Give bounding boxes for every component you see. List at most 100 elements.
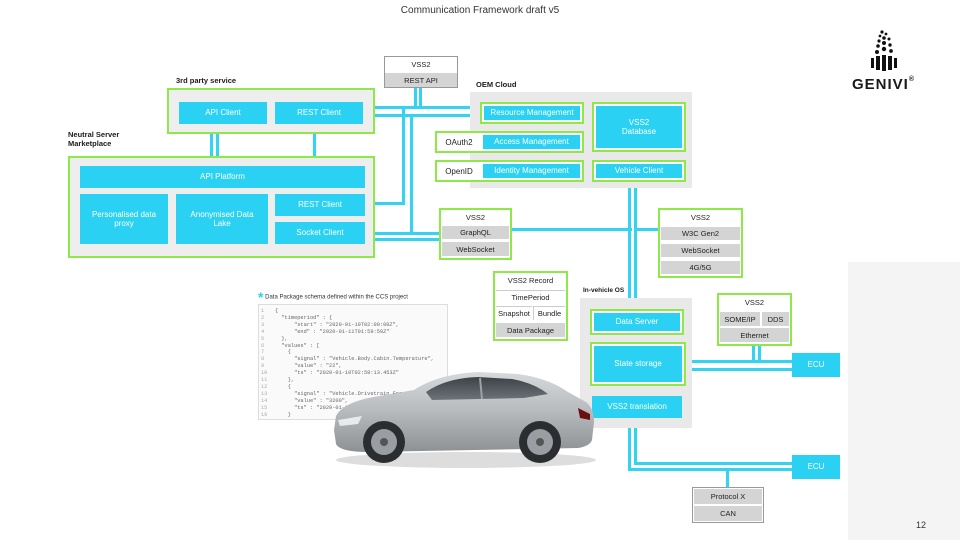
- vss2-record-label: VSS2 Record: [496, 274, 565, 287]
- code-line-text: "value" : "22",: [275, 363, 342, 370]
- neutral-server-group: API Platform Personalised data proxy Ano…: [68, 156, 375, 258]
- data-package-box: Data Package: [496, 323, 565, 337]
- code-line-text: {: [275, 383, 291, 390]
- code-line: 8 "signal" : "Vehicle.Body.Cabin.Tempera…: [261, 356, 445, 363]
- code-lines: 1{2 "timeperiod" : {3 "start" : "2020-01…: [261, 308, 445, 420]
- rest-client-box: REST Client: [275, 194, 365, 216]
- api-client-box: API Client: [179, 102, 267, 124]
- code-line-number: 15: [261, 404, 268, 411]
- suv-car-icon: [334, 372, 596, 468]
- vehicle-client-group: Vehicle Client: [592, 160, 686, 182]
- neutral-server-label: Neutral Server Marketplace: [68, 130, 120, 148]
- vss2-w3c-group: VSS2 W3C Gen2 WebSocket 4G/5G: [658, 208, 743, 278]
- vss2-translation-box: VSS2 translation: [592, 396, 682, 418]
- code-line-number: 9: [261, 363, 265, 370]
- code-line-text: "signal" : "Vehicle.Drivetrain.Eng: [275, 390, 403, 397]
- code-line: 1{: [261, 308, 445, 315]
- w3c-vss2-label: VSS2: [661, 211, 740, 224]
- code-line-text: }: [275, 411, 291, 418]
- code-line-text: "ts" : "2020-01-10T0: [275, 404, 358, 411]
- right-edge-stripe: [848, 262, 960, 540]
- someip-vss2-label: VSS2: [720, 296, 789, 309]
- code-line-number: 2: [261, 314, 265, 321]
- code-line: 7 {: [261, 349, 445, 356]
- rest-api-box: REST API: [385, 73, 457, 87]
- genivi-logo: GENIVI®: [850, 28, 940, 98]
- code-line-number: 11: [261, 377, 268, 384]
- snapshot-box: Snapshot: [496, 306, 532, 320]
- vss2-rest-api-group: VSS2 REST API: [384, 56, 458, 88]
- data-server-group: Data Server: [590, 309, 684, 335]
- code-line: 16 }: [261, 412, 445, 419]
- code-line-number: 1: [261, 308, 265, 314]
- code-line: 11 },: [261, 377, 445, 384]
- in-vehicle-os-label: In-vehicle OS: [583, 287, 625, 294]
- code-line-text: "values" : [: [275, 342, 320, 349]
- code-line-text: "ts" : "2020-01-10T02:59:13.453Z": [275, 370, 399, 377]
- code-line: 12 {: [261, 384, 445, 391]
- code-line: 15 "ts" : "2020-01-10T0: [261, 405, 445, 412]
- personalised-data-proxy-box: Personalised data proxy: [80, 194, 168, 244]
- code-line-number: 10: [261, 370, 268, 377]
- star-icon: *: [258, 289, 264, 305]
- code-line-number: 12: [261, 383, 268, 390]
- code-line-number: 13: [261, 390, 268, 397]
- genivi-logo-text: GENIVI®: [852, 76, 916, 93]
- graphql-box: GraphQL: [442, 226, 509, 239]
- ecu-bottom-box-overlay: ECU: [792, 455, 840, 479]
- oem-cloud-label: OEM Cloud: [476, 80, 517, 89]
- code-line: 6 "values" : [: [261, 343, 445, 350]
- identity-management-box: Identity Management: [483, 164, 580, 178]
- vss2-top-label: VSS2: [385, 57, 457, 71]
- vss2-graphql-group: VSS2 GraphQL WebSocket: [439, 208, 512, 260]
- code-line-text: },: [275, 377, 295, 384]
- anonymised-data-lake-box: Anonymised Data Lake: [176, 194, 268, 244]
- oauth2-box: OAuth2: [439, 135, 479, 149]
- code-caption: * Data Package schema defined within the…: [258, 289, 408, 305]
- resource-management-box: Resource Management: [484, 106, 580, 120]
- code-line-text: {: [275, 349, 291, 356]
- code-line: 5 },: [261, 336, 445, 343]
- code-line-text: "value" : "3200",: [275, 397, 349, 404]
- slide-title: Communication Framework draft v5: [400, 5, 560, 16]
- openid-box: OpenID: [439, 164, 479, 178]
- code-line: 3 "start" : "2020-01-10T02:00:00Z",: [261, 322, 445, 329]
- api-platform-box: API Platform: [80, 166, 365, 188]
- state-storage-box: State storage: [594, 346, 682, 382]
- code-line-text: "start" : "2020-01-10T02:00:00Z",: [275, 321, 399, 328]
- graphql-websocket-box: WebSocket: [442, 242, 509, 256]
- code-line-text: ]: [275, 419, 284, 420]
- code-line-number: 4: [261, 328, 265, 335]
- ethernet-box: Ethernet: [720, 328, 789, 342]
- code-line-number: 5: [261, 335, 265, 342]
- code-line: 13 "signal" : "Vehicle.Drivetrain.Eng: [261, 391, 445, 398]
- code-line: 2 "timeperiod" : {: [261, 315, 445, 322]
- code-line-number: 6: [261, 342, 265, 349]
- code-line-text: {: [275, 308, 279, 314]
- graphql-vss2-label: VSS2: [442, 211, 509, 224]
- access-management-group: OAuth2 Access Management: [435, 131, 584, 153]
- vss2-someip-group: VSS2 SOME/IP DDS Ethernet: [717, 293, 792, 346]
- vss2-record-group: VSS2 Record TimePeriod Snapshot Bundle D…: [493, 271, 568, 341]
- vss2-database-box: VSS2 Database: [596, 106, 682, 148]
- bundle-box: Bundle: [533, 306, 565, 320]
- code-line: 17 ]: [261, 419, 445, 420]
- state-storage-group: State storage: [590, 342, 686, 386]
- w3c-gen2-box: W3C Gen2: [661, 227, 740, 240]
- vss2-database-group: VSS2 Database: [592, 102, 686, 152]
- socket-client-box: Socket Client: [275, 222, 365, 244]
- code-line-text: "signal" : "Vehicle.Body.Cabin.Temperatu…: [275, 356, 434, 363]
- code-line-number: 7: [261, 349, 265, 356]
- code-line-number: 14: [261, 397, 268, 404]
- code-line-number: 17: [261, 419, 275, 420]
- 4g-5g-box: 4G/5G: [661, 261, 740, 274]
- page-number: 12: [916, 520, 927, 530]
- code-line-number: 16: [261, 411, 268, 418]
- access-management-box: Access Management: [483, 135, 580, 149]
- identity-management-group: OpenID Identity Management: [435, 160, 584, 182]
- code-line-text: },: [275, 335, 288, 342]
- genivi-dots-icon: [871, 30, 897, 71]
- code-line: 10 "ts" : "2020-01-10T02:59:13.453Z": [261, 370, 445, 377]
- someip-box: SOME/IP: [720, 312, 760, 326]
- dds-box: DDS: [762, 312, 789, 326]
